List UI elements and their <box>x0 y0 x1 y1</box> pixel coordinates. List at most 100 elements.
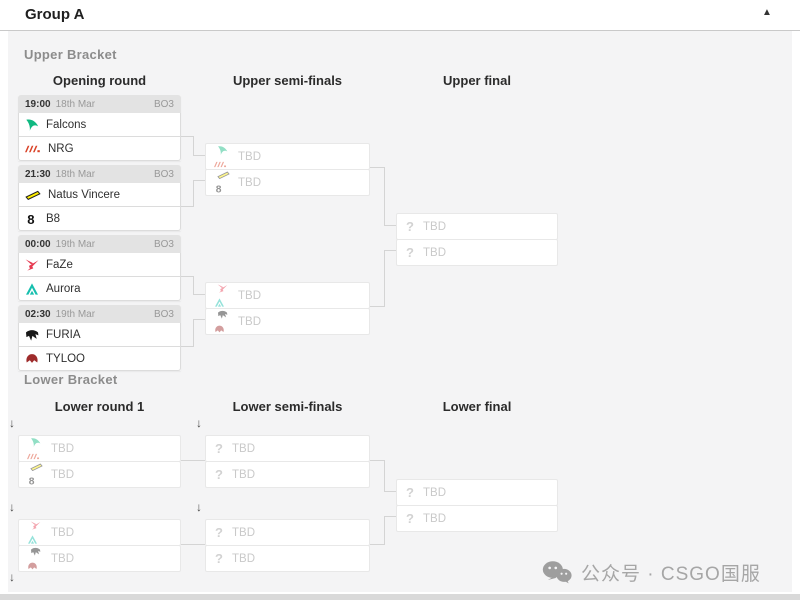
upper-semi-final-1[interactable]: TBD TBD <box>205 143 370 196</box>
connector-line <box>370 167 384 168</box>
drop-down-arrow-icon: ↓ <box>9 500 15 514</box>
slot-label: TBD <box>232 552 255 565</box>
drop-down-arrow-icon: ↓ <box>196 500 202 514</box>
tyloo-logo-icon <box>214 325 225 333</box>
aurora-logo-icon <box>27 535 38 544</box>
match-date: 19th Mar <box>55 308 96 320</box>
bracket-slot[interactable]: TBD <box>18 461 181 488</box>
bracket-slot[interactable]: ? TBD <box>205 461 370 488</box>
watermark-text: 公众号 · CSGO国服 <box>581 564 761 585</box>
bracket-slot[interactable]: ? TBD <box>396 239 558 266</box>
tyloo-logo-icon <box>25 353 39 364</box>
question-icon: ? <box>215 467 223 482</box>
navi-logo-icon <box>25 190 41 200</box>
match-format: BO3 <box>153 238 174 250</box>
b8-logo-icon <box>25 212 39 226</box>
group-header-bar[interactable]: Group A ▲ <box>0 0 800 31</box>
lower-bracket-label: Lower Bracket <box>24 372 118 387</box>
question-icon: ? <box>215 551 223 566</box>
bracket-slot[interactable]: TBD <box>205 169 370 196</box>
lower-round1-match-2[interactable]: TBD TBD <box>18 519 181 572</box>
connector-line <box>384 491 396 492</box>
connector-line <box>193 155 205 156</box>
furia-logo-icon <box>30 547 41 556</box>
upper-semi-final-2[interactable]: TBD TBD <box>205 282 370 335</box>
falcons-logo-icon <box>217 145 228 156</box>
lower-semi-final-2[interactable]: ? TBD ? TBD <box>205 519 370 572</box>
slot-label: TBD <box>423 246 446 259</box>
wechat-icon <box>542 560 572 585</box>
match-date: 18th Mar <box>55 98 96 110</box>
connector-line <box>181 544 205 545</box>
connector-line <box>384 225 396 226</box>
team-name: NRG <box>48 142 74 155</box>
bracket-slot[interactable]: TBD <box>205 143 370 170</box>
bracket-slot[interactable]: ? TBD <box>396 505 558 532</box>
team-row[interactable]: FURIA <box>18 323 181 347</box>
furia-logo-icon <box>217 310 228 319</box>
bracket-slot[interactable]: ? TBD <box>396 479 558 506</box>
match-date: 19th Mar <box>55 238 96 250</box>
bracket-slot[interactable]: TBD <box>18 519 181 546</box>
slot-label: TBD <box>238 150 261 163</box>
team-row[interactable]: FaZe <box>18 253 181 277</box>
slot-label: TBD <box>51 468 74 481</box>
team-row[interactable]: NRG <box>18 137 181 161</box>
connector-line <box>181 346 193 347</box>
column-header-opening-round: Opening round <box>52 73 147 88</box>
collapse-caret-icon[interactable]: ▲ <box>762 7 772 18</box>
team-name: FURIA <box>46 328 81 341</box>
bracket-slot[interactable]: TBD <box>18 545 181 572</box>
match-time: 00:00 <box>25 238 51 250</box>
team-row[interactable]: Natus Vincere <box>18 183 181 207</box>
match-time: 21:30 <box>25 168 51 180</box>
slot-label: TBD <box>238 289 261 302</box>
lower-semi-final-1[interactable]: ? TBD ? TBD <box>205 435 370 488</box>
falcons-logo-icon <box>30 437 41 448</box>
faze-logo-icon <box>30 521 41 530</box>
bracket-slot[interactable]: TBD <box>205 308 370 335</box>
slot-label: TBD <box>238 315 261 328</box>
connector-line <box>370 544 384 545</box>
lower-final[interactable]: ? TBD ? TBD <box>396 479 558 532</box>
upper-bracket-label: Upper Bracket <box>24 47 117 62</box>
slot-label: TBD <box>232 442 255 455</box>
question-icon: ? <box>406 219 414 234</box>
bracket-slot[interactable]: TBD <box>18 435 181 462</box>
bracket-slot[interactable]: ? TBD <box>205 519 370 546</box>
match-card-navi-b8[interactable]: 21:30 18th Mar BO3 Natus Vincere B8 <box>18 165 181 231</box>
team-name: Falcons <box>46 118 87 131</box>
horizontal-scrollbar[interactable] <box>0 594 800 600</box>
team-row[interactable]: Aurora <box>18 277 181 301</box>
upper-final[interactable]: ? TBD ? TBD <box>396 213 558 266</box>
connector-line <box>384 516 385 545</box>
column-header-lower-round-1: Lower round 1 <box>54 399 145 414</box>
bracket-slot[interactable]: ? TBD <box>396 213 558 240</box>
match-card-furia-tyloo[interactable]: 02:30 19th Mar BO3 FURIA TYLOO <box>18 305 181 371</box>
team-name: Natus Vincere <box>48 188 121 201</box>
connector-line <box>181 460 205 461</box>
team-row[interactable]: Falcons <box>18 113 181 137</box>
bracket-slot[interactable]: TBD <box>205 282 370 309</box>
match-header: 02:30 19th Mar BO3 <box>18 305 181 323</box>
falcons-logo-icon <box>25 118 39 132</box>
connector-line <box>193 294 205 295</box>
faze-logo-icon <box>217 284 228 293</box>
match-header: 21:30 18th Mar BO3 <box>18 165 181 183</box>
match-card-falcons-nrg[interactable]: 19:00 18th Mar BO3 Falcons NRG <box>18 95 181 161</box>
connector-line <box>193 136 194 156</box>
lower-round1-match-1[interactable]: TBD TBD <box>18 435 181 488</box>
match-time: 02:30 <box>25 308 51 320</box>
team-name: B8 <box>46 212 61 225</box>
bracket-slot[interactable]: ? TBD <box>205 435 370 462</box>
match-format: BO3 <box>153 98 174 110</box>
drop-down-arrow-icon: ↓ <box>9 570 15 584</box>
team-row[interactable]: TYLOO <box>18 347 181 371</box>
match-card-faze-aurora[interactable]: 00:00 19th Mar BO3 FaZe Aurora <box>18 235 181 301</box>
connector-line <box>181 136 193 137</box>
team-row[interactable]: B8 <box>18 207 181 231</box>
slot-label: TBD <box>423 486 446 499</box>
bracket-slot[interactable]: ? TBD <box>205 545 370 572</box>
match-time: 19:00 <box>25 98 51 110</box>
slot-label: TBD <box>232 526 255 539</box>
